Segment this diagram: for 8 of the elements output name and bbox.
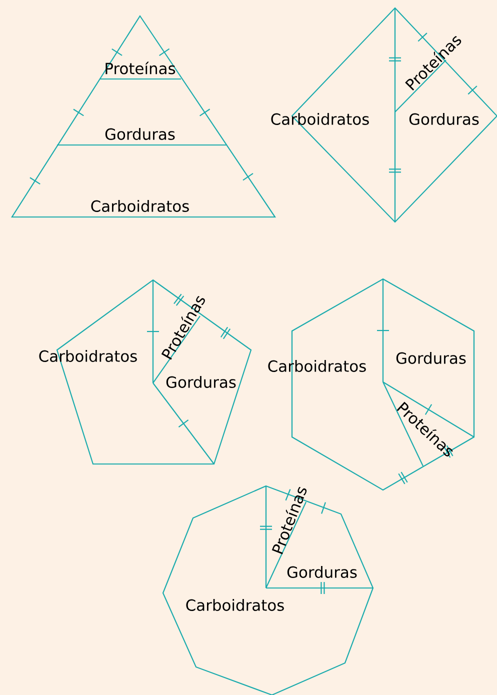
region-label: Gorduras [409, 113, 479, 125]
region-label: Gorduras [396, 352, 466, 364]
region-label: Gorduras [287, 566, 357, 578]
region-label: Gorduras [105, 128, 175, 140]
region-label: Carboidratos [186, 599, 284, 611]
region-label: Carboidratos [91, 200, 189, 212]
region-label: Proteínas [106, 62, 176, 74]
region-label: Gorduras [166, 376, 236, 388]
